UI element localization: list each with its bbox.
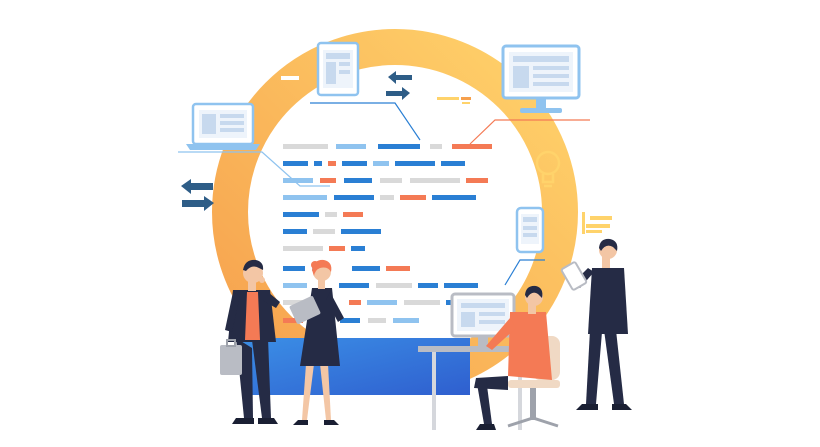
- tablet: [289, 296, 321, 324]
- code-line: [351, 246, 365, 251]
- code-line: [314, 161, 322, 166]
- code-line: [283, 212, 319, 217]
- connector-lines: [178, 102, 590, 286]
- code-line: [441, 161, 465, 166]
- code-line: [283, 283, 307, 288]
- exchange-arrows-icon: [386, 71, 412, 100]
- code-line: [329, 246, 345, 251]
- code-line: [386, 266, 410, 271]
- code-line: [393, 318, 419, 323]
- code-line: [341, 229, 381, 234]
- code-line: [340, 318, 360, 323]
- code-line: [368, 318, 386, 323]
- decor-small-lines: [437, 97, 471, 104]
- desk: [418, 346, 548, 352]
- code-line: [343, 212, 363, 217]
- blue-platform: [238, 338, 470, 395]
- code-line: [452, 144, 492, 149]
- code-line: [395, 161, 435, 166]
- briefcase: [220, 345, 242, 375]
- tablet-icon: [316, 41, 360, 97]
- businesswoman-with-tablet: [289, 259, 344, 425]
- code-line: [400, 195, 426, 200]
- code-line: [378, 144, 420, 149]
- code-line: [404, 300, 440, 305]
- code-line: [349, 300, 361, 305]
- code-line: [283, 266, 305, 271]
- code-line: [328, 161, 336, 166]
- smartphone-icon: [515, 206, 545, 254]
- code-line: [444, 283, 478, 288]
- code-lines: [283, 144, 492, 323]
- code-line: [432, 195, 476, 200]
- laptop-icon: [186, 102, 260, 150]
- code-line: [336, 144, 366, 149]
- code-line: [410, 178, 460, 183]
- code-line: [283, 178, 313, 183]
- decor-yellow-bars: [582, 212, 612, 234]
- businessman-on-phone: [220, 259, 280, 424]
- decor-dash: [281, 76, 299, 80]
- code-line: [342, 161, 367, 166]
- code-line: [380, 195, 394, 200]
- code-line: [466, 178, 488, 183]
- code-line: [352, 266, 380, 271]
- code-line: [283, 246, 323, 251]
- tablet: [560, 261, 588, 291]
- code-line: [418, 283, 438, 288]
- code-line: [325, 212, 337, 217]
- code-line: [283, 161, 308, 166]
- code-line: [339, 283, 369, 288]
- code-line: [283, 195, 327, 200]
- lightbulb-icon: [535, 150, 561, 188]
- code-line: [344, 178, 372, 183]
- code-line: [313, 229, 335, 234]
- desktop-monitor-icon: [501, 44, 581, 113]
- workstation: [418, 285, 560, 430]
- code-line: [320, 178, 336, 183]
- code-line: [283, 229, 307, 234]
- code-line: [334, 195, 374, 200]
- code-line: [430, 144, 442, 149]
- exchange-arrows-icon: [181, 179, 214, 211]
- code-line: [283, 144, 328, 149]
- code-line: [367, 300, 397, 305]
- code-line: [376, 283, 412, 288]
- code-line: [380, 178, 402, 183]
- code-line: [373, 161, 389, 166]
- code-line: [283, 318, 303, 323]
- businessman-with-tablet: [560, 238, 632, 410]
